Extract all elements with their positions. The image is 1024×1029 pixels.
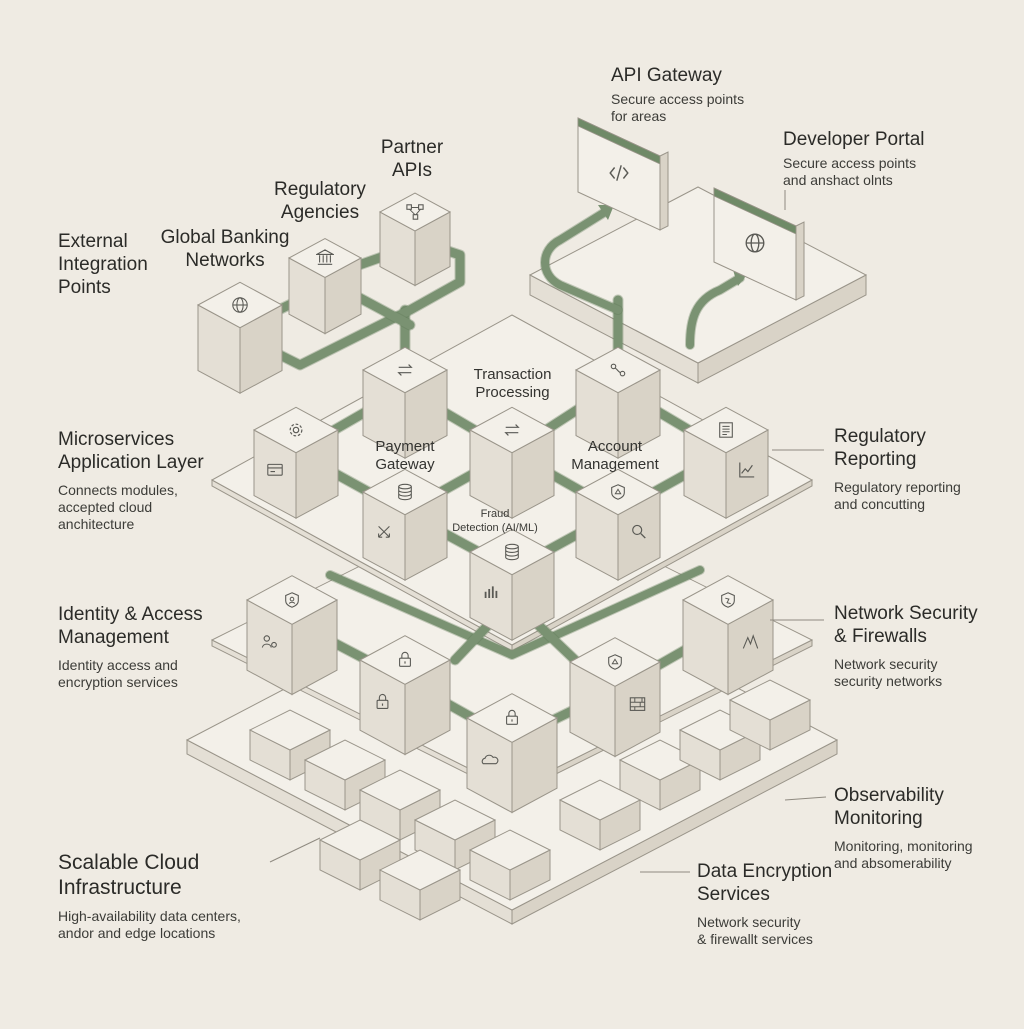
- payment-gateway-cube: [468, 406, 556, 520]
- regulatory-agencies-cube: [287, 237, 363, 335]
- access-lock-cube: [358, 635, 452, 756]
- developer-portal-label: Developer Portal Secure access points an…: [783, 129, 925, 188]
- api-gateway-window: [577, 117, 669, 231]
- partner-apis-label: Partner APIs: [380, 137, 444, 181]
- account-management-label: Account Management: [571, 438, 659, 473]
- developer-portal-window: [713, 187, 805, 301]
- server-block: [303, 739, 387, 811]
- transaction-processing-cube: [361, 346, 449, 460]
- server-block: [378, 849, 462, 921]
- developer-portal-connector: [686, 274, 744, 349]
- fraud-detection-label: Fraud Detection (AI/ML): [452, 508, 538, 534]
- leader-line: [269, 837, 321, 863]
- data-encryption-label: Data Encryption Services Network securit…: [697, 861, 833, 947]
- observability-label: Observability Monitoring Monitoring, mon…: [834, 785, 973, 871]
- regulatory-reporting-label: Regulatory Reporting Regulatory reportin…: [834, 426, 961, 512]
- server-block: [558, 779, 642, 851]
- firewall-cube: [568, 637, 662, 758]
- network-security-label: Network Security & Firewalls Network sec…: [834, 603, 978, 689]
- settings-cube: [252, 406, 340, 520]
- account-management-cube: [574, 468, 662, 582]
- network-security-description: Network security security networks: [834, 656, 943, 689]
- regulatory-agencies-label: Regulatory Agencies: [274, 179, 366, 223]
- external-connector: [245, 240, 465, 370]
- server-block: [358, 769, 442, 841]
- microservices-description: Connects modules, accepted cloud anchite…: [58, 482, 178, 532]
- cloud-infrastructure-label: Scalable Cloud Infrastructure High-avail…: [58, 851, 241, 941]
- arrow-head: [598, 205, 614, 220]
- transaction-processing-label: Transaction Processing: [473, 366, 552, 401]
- fraud-detection-cube: [468, 528, 556, 642]
- server-block: [468, 829, 552, 901]
- network-security-cube: [681, 575, 775, 696]
- regulatory-reporting-description: Regulatory reporting and concutting: [834, 479, 961, 512]
- api-gateway-description: Secure access points for areas: [611, 91, 745, 124]
- api-gateway-connector: [541, 208, 622, 314]
- global-banking-label: Global Banking Networks: [160, 227, 290, 271]
- database-cube: [361, 468, 449, 582]
- payment-gateway-label: Payment Gateway: [375, 438, 435, 473]
- identity-access-description: Identity access and encryption services: [58, 657, 178, 690]
- api-gateway-label: API Gateway Secure access points for are…: [611, 65, 745, 124]
- data-encryption-description: Network security & firewallt services: [697, 914, 813, 947]
- identity-access-label: Identity & Access Management Identity ac…: [58, 604, 203, 690]
- security-bus: [326, 566, 704, 659]
- regulatory-reporting-cube: [682, 406, 770, 520]
- encryption-cube: [465, 693, 559, 814]
- server-block: [413, 799, 497, 871]
- partner-apis-cube: [378, 192, 452, 287]
- identity-cube: [245, 575, 339, 696]
- developer-portal-description: Secure access points and anshact olnts: [783, 155, 917, 188]
- server-block: [728, 679, 812, 751]
- external-integration-title: External Integration Points: [58, 231, 148, 298]
- route-cube: [574, 346, 662, 460]
- global-banking-cube: [196, 281, 284, 395]
- leader-line: [784, 796, 827, 801]
- microservices-layer-label: Microservices Application Layer Connects…: [58, 429, 204, 532]
- cloud-infrastructure-description: High-availability data centers, andor an…: [58, 908, 241, 941]
- observability-description: Monitoring, monitoring and absomerabilit…: [834, 838, 973, 871]
